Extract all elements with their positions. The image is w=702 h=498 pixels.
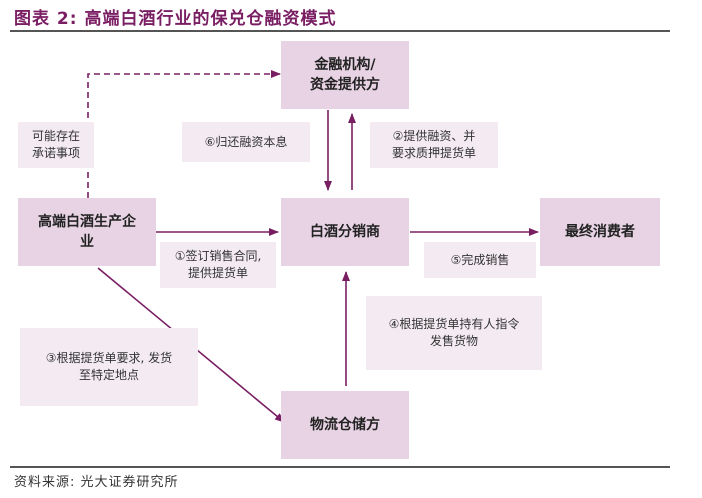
consumer-box: 最终消费者 <box>540 198 660 266</box>
instruct-note: ④根据提货单持有人指令 发售货物 <box>366 296 542 370</box>
source-note: 资料来源: 光大证券研究所 <box>14 475 179 490</box>
repay-note: ⑥归还融资本息 <box>182 122 310 162</box>
figure-title: 图表 2: 高端白酒行业的保兑仓融资模式 <box>14 9 337 29</box>
logistics-box: 物流仓储方 <box>281 391 409 459</box>
top-rule <box>10 30 670 32</box>
commitment-note: 可能存在 承诺事项 <box>18 122 94 168</box>
bottom-rule <box>10 466 670 468</box>
producer-box: 高端白酒生产企 业 <box>18 198 156 266</box>
contract-note: ①签订销售合同, 提供提货单 <box>160 242 276 288</box>
distributor-box: 白酒分销商 <box>281 198 409 266</box>
loan-note: ②提供融资、并 要求质押提货单 <box>370 122 498 168</box>
ship-note: ③根据提货单要求, 发货 至特定地点 <box>20 328 198 406</box>
sale-note: ⑤完成销售 <box>424 242 536 278</box>
finance-institution-box: 金融机构/ 资金提供方 <box>281 41 409 109</box>
